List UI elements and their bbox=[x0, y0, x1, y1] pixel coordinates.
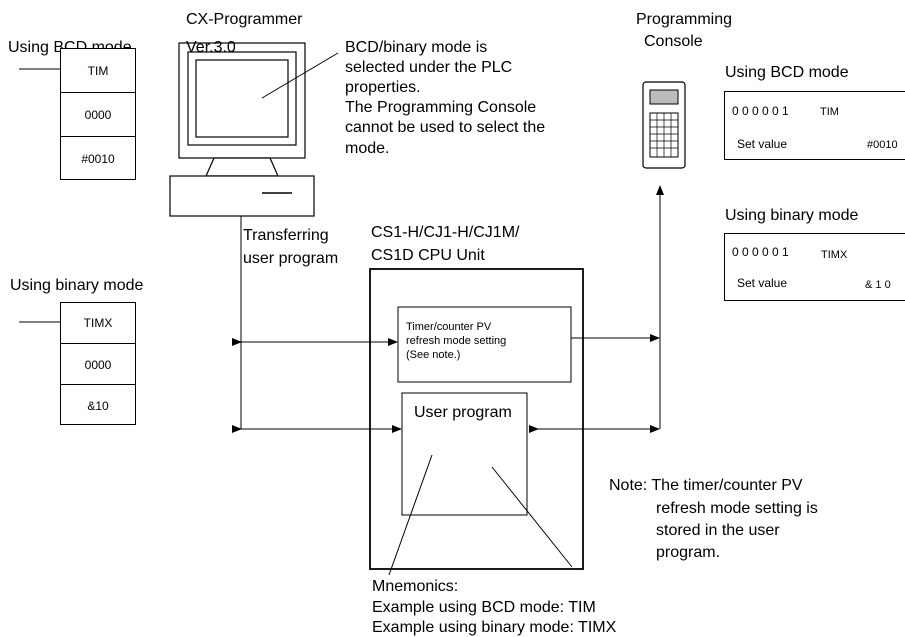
left-binary-instruction-block: TIMX 0000 &10 bbox=[60, 302, 136, 425]
right-bcd-address: 0 0 0 0 0 1 bbox=[732, 104, 789, 118]
cx-note-line: mode. bbox=[345, 140, 390, 157]
transfer-label: Transferring bbox=[243, 227, 329, 244]
pv-setting-text: refresh mode setting bbox=[406, 335, 507, 347]
left-bcd-instruction-block: TIM 0000 #0010 bbox=[60, 48, 136, 180]
computer-icon bbox=[169, 42, 315, 217]
left-binary-heading: Using binary mode bbox=[10, 277, 144, 294]
note-line: Note: The timer/counter PV bbox=[609, 477, 803, 494]
left-binary-cell: 0000 bbox=[61, 343, 135, 385]
user-program-box bbox=[401, 392, 528, 516]
right-bcd-set-label: Set value bbox=[737, 137, 788, 151]
cx-note-line: properties. bbox=[345, 79, 421, 96]
cx-note-leader bbox=[261, 52, 339, 99]
cpu-unit-title-line2: CS1D CPU Unit bbox=[371, 247, 485, 264]
left-binary-cell: &10 bbox=[61, 384, 135, 426]
left-bcd-cell: TIM bbox=[87, 63, 109, 78]
programming-console-icon bbox=[642, 81, 686, 169]
left-binary-cell: TIMX bbox=[83, 316, 113, 330]
right-binary-instruction: TIMX bbox=[821, 249, 848, 261]
user-program-label: User program bbox=[414, 404, 512, 421]
right-bcd-heading: Using BCD mode bbox=[725, 64, 849, 81]
cpu-unit-title: CS1-H/CJ1-H/CJ1M/ bbox=[371, 224, 520, 241]
right-bcd-instruction: TIM bbox=[820, 106, 839, 118]
cx-programmer-version: Ver.3.0 bbox=[186, 39, 236, 56]
pv-setting-text: (See note.) bbox=[406, 349, 461, 361]
transfer-label-line2: user program bbox=[243, 250, 339, 267]
cx-note-line: selected under the PLC bbox=[345, 59, 513, 76]
cx-programmer-title: CX-Programmer bbox=[186, 11, 303, 28]
note-line: refresh mode setting is bbox=[656, 500, 818, 517]
right-binary-address: 0 0 0 0 0 1 bbox=[732, 245, 789, 259]
mnemonics-title: Mnemonics: bbox=[372, 578, 459, 595]
mnemonics-bcd-example: Example using BCD mode: TIM bbox=[372, 599, 596, 616]
mnemonic-leader-left bbox=[388, 454, 433, 576]
right-bcd-set-value: #0010 bbox=[867, 139, 898, 151]
right-binary-set-label: Set value bbox=[737, 276, 788, 290]
note-line: stored in the user bbox=[656, 522, 780, 539]
left-bcd-cell: #0010 bbox=[61, 136, 135, 181]
cx-note-line: BCD/binary mode is bbox=[345, 39, 488, 56]
note-line: program. bbox=[656, 544, 721, 561]
console-title: Programming bbox=[636, 11, 733, 28]
pv-setting-text: Timer/counter PV bbox=[406, 321, 492, 333]
mnemonics-binary-example: Example using binary mode: TIMX bbox=[372, 619, 617, 636]
cx-note-line: cannot be used to select the bbox=[345, 119, 546, 136]
cx-note-line: The Programming Console bbox=[345, 99, 537, 116]
mnemonic-leader-right bbox=[491, 466, 573, 568]
right-binary-heading: Using binary mode bbox=[725, 207, 859, 224]
right-binary-display: 0 0 0 0 0 1 TIMX Set value & 1 0 bbox=[724, 233, 905, 301]
right-bcd-display: 0 0 0 0 0 1 TIM Set value #0010 bbox=[724, 91, 905, 160]
left-bcd-cell: 0000 bbox=[61, 92, 135, 137]
console-title-line2: Console bbox=[644, 33, 703, 50]
right-binary-set-value: & 1 0 bbox=[865, 279, 891, 291]
pv-setting-box bbox=[397, 306, 572, 383]
